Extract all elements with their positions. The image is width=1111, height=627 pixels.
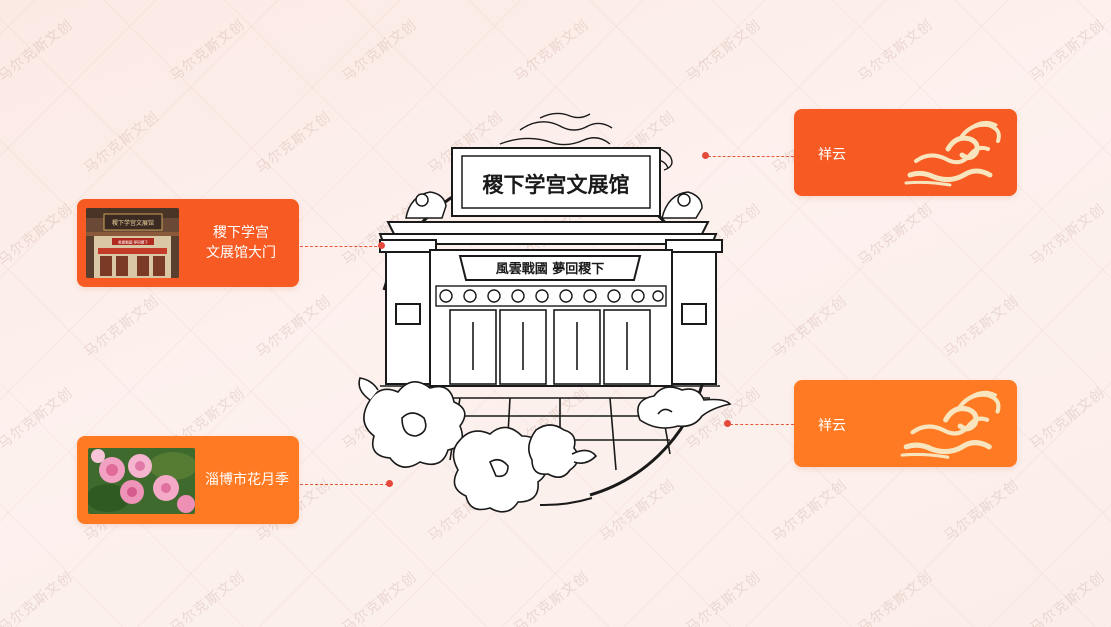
watermark-text: 马尔克斯文创 [511,16,593,85]
watermark-text: 马尔克斯文创 [855,568,937,627]
gate-connector-dot [378,242,385,249]
lantern-row [435,285,667,307]
gate-emblem-illustration: 稷下学宫文展馆 風雲戰國 夢回稷下 [358,112,732,513]
flower-connector-line [300,484,388,485]
watermark-text: 马尔克斯文创 [0,384,77,453]
cloud-top-connector-line [708,156,794,157]
watermark-text: 马尔克斯文创 [81,108,163,177]
base-cloud [637,386,732,429]
watermark-text: 马尔克斯文创 [339,568,421,627]
watermark-text: 马尔克斯文创 [769,476,851,545]
top-cloud-swirls [499,112,673,171]
auspicious-cloud-icon [904,120,1001,187]
cloud-bottom-connector-line [730,424,794,425]
watermark-text: 马尔克斯文创 [511,568,593,627]
watermark-text: 马尔克斯文创 [855,16,937,85]
peony-flowers [358,377,598,513]
callout-cloud-bottom[interactable]: 祥云 [794,380,1017,467]
watermark-text: 马尔克斯文创 [167,16,249,85]
callout-flower-label: 淄博市花月季 [205,472,289,488]
emblem-banner-text: 風雲戰國 夢回稷下 [496,261,605,277]
callout-cloud-bottom-label: 祥云 [818,418,846,434]
watermark-text: 马尔克斯文创 [941,476,1023,545]
callout-cloud-top[interactable]: 祥云 [794,109,1017,196]
plaque-title: 稷下学宫文展馆 [483,172,630,197]
watermark-text: 马尔克斯文创 [855,200,937,269]
watermark-text: 马尔克斯文创 [253,108,335,177]
watermark-text: 马尔克斯文创 [0,16,77,85]
rose-photo [88,448,195,514]
watermark-text: 马尔克斯文创 [683,568,765,627]
watermark-text: 马尔克斯文创 [253,292,335,361]
svg-text:風雲戰國 夢回稷下: 風雲戰國 夢回稷下 [118,240,148,245]
watermark-text: 马尔克斯文创 [81,292,163,361]
watermark-text: 马尔克斯文创 [0,200,77,269]
gate-connector-line [300,246,382,247]
watermark-text: 马尔克斯文创 [1027,384,1109,453]
cloud-bottom-connector-dot [724,420,731,427]
gate-photo: 稷下学宫文展馆 風雲戰國 夢回稷下 [86,208,179,278]
watermark-text: 马尔克斯文创 [1027,568,1109,627]
watermark-text: 马尔克斯文创 [769,292,851,361]
cloud-top-connector-dot [702,152,709,159]
hall-doors [449,309,651,385]
watermark-text: 马尔克斯文创 [1027,200,1109,269]
callout-gate-label: 稷下学宫 文展馆大门 [206,225,276,261]
svg-text:稷下学宫文展馆: 稷下学宫文展馆 [112,219,154,227]
watermark-text: 马尔克斯文创 [0,568,77,627]
callout-cloud-top-label: 祥云 [818,147,846,163]
callout-gate[interactable]: 稷下学宫文展馆 風雲戰國 夢回稷下 稷下学宫 文展馆大门 [77,199,299,287]
flower-connector-dot [386,480,393,487]
watermark-text: 马尔克斯文创 [339,16,421,85]
watermark-text: 马尔克斯文创 [167,568,249,627]
watermark-text: 马尔克斯文创 [941,292,1023,361]
watermark-text: 马尔克斯文创 [1027,16,1109,85]
auspicious-cloud-icon [900,390,1001,459]
watermark-text: 马尔克斯文创 [683,16,765,85]
callout-flower[interactable]: 淄博市花月季 [77,436,299,524]
guardian-lions [405,191,703,219]
